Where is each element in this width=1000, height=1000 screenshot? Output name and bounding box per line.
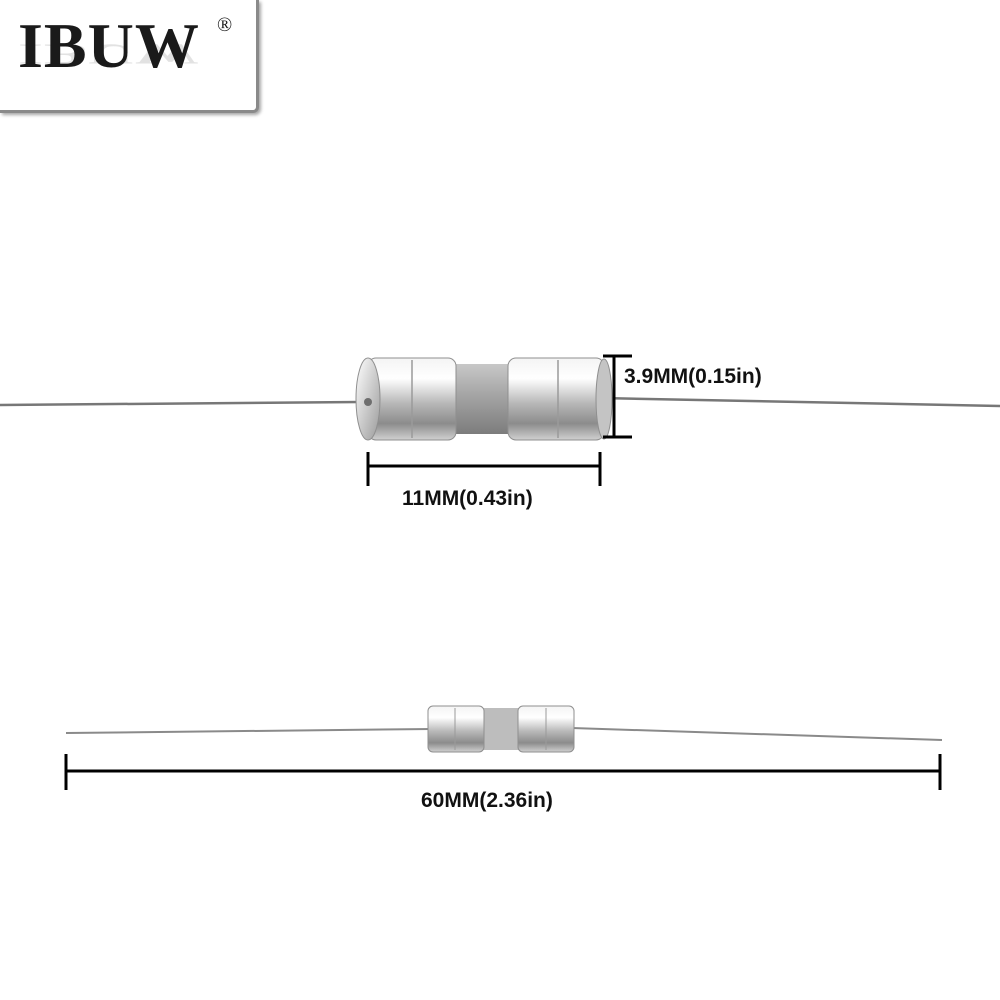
brand-name: IBUW: [18, 10, 200, 81]
small-left-lead-wire: [65, 728, 433, 734]
small-ceramic-body: [478, 708, 524, 750]
large-fuse: [0, 357, 1000, 441]
registered-mark: ®: [217, 14, 233, 36]
right-metal-cap: [507, 357, 605, 441]
diameter-label: 3.9MM(0.15in): [624, 365, 762, 388]
diameter-dimension-line: [603, 354, 632, 439]
small-fuse: [65, 705, 943, 753]
right-lead-wire: [599, 396, 1000, 408]
small-left-cap: [427, 705, 485, 753]
body-length-dimension-line: [366, 452, 602, 486]
small-right-lead-wire: [571, 727, 943, 741]
total-length-label: 60MM(2.36in): [421, 789, 553, 812]
brand-logo: IBUW IBUW ®: [0, 0, 259, 113]
total-length-dimension-line: [64, 754, 942, 790]
body-length-label: 11MM(0.43in): [402, 487, 533, 510]
left-lead-wire: [0, 400, 361, 407]
